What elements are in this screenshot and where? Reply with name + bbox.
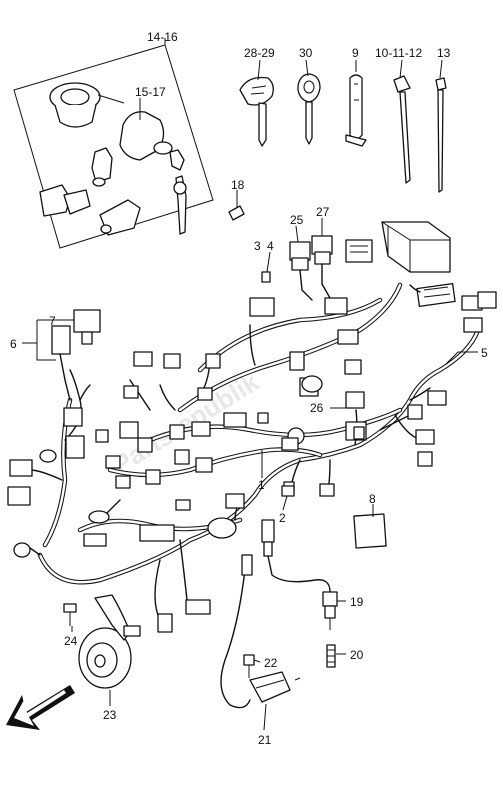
callout-22: 22 xyxy=(264,656,278,670)
gear-position-connector xyxy=(416,282,497,311)
callout-23: 23 xyxy=(103,708,117,722)
screw-24 xyxy=(63,603,77,626)
ecu-connector-block xyxy=(345,221,451,273)
callout-14-16: 14-16 xyxy=(147,30,178,44)
callout-18: 18 xyxy=(231,178,245,192)
callout-19: 19 xyxy=(350,595,364,609)
callout-20: 20 xyxy=(350,648,364,662)
callout-3: 3 xyxy=(254,239,261,253)
harness-clip-9 xyxy=(345,74,367,147)
callout-30: 30 xyxy=(299,46,313,60)
cable-tie-13 xyxy=(435,77,447,193)
harness-connectors xyxy=(7,297,483,633)
lock-set-group xyxy=(13,38,214,249)
fuse-holder-2 xyxy=(281,485,295,497)
connector-7 xyxy=(51,309,101,401)
callout-9: 9 xyxy=(352,46,359,60)
callout-10-11-12: 10-11-12 xyxy=(375,46,422,60)
relay-connector-25 xyxy=(289,241,313,301)
front-direction-arrow xyxy=(6,685,75,730)
callout-6: 6 xyxy=(10,337,17,351)
relay-21 xyxy=(220,554,301,709)
callout-2: 2 xyxy=(279,511,286,525)
callout-15-17: 15-17 xyxy=(135,85,166,99)
label-sticker-8 xyxy=(353,513,387,549)
fuse-3-4 xyxy=(261,271,271,283)
seat-lock-part xyxy=(91,147,113,183)
callout-25: 25 xyxy=(290,213,304,227)
callout-28-29: 28-29 xyxy=(244,46,275,60)
callout-8: 8 xyxy=(369,492,376,506)
callout-24: 24 xyxy=(64,634,78,648)
callout-21: 21 xyxy=(258,733,272,747)
callout-5: 5 xyxy=(481,346,488,360)
callout-13: 13 xyxy=(437,46,451,60)
sensor-19 xyxy=(261,519,338,630)
callout-7: 7 xyxy=(49,314,56,328)
callout-labels: 14-16 15-17 28-29 30 9 10-11-12 13 18 25… xyxy=(10,30,488,747)
callout-4: 4 xyxy=(267,239,274,253)
screw-18 xyxy=(228,205,245,221)
main-wiring-harness xyxy=(29,282,481,621)
callout-26: 26 xyxy=(310,401,324,415)
horn-23 xyxy=(78,594,141,689)
switch-20 xyxy=(326,644,336,668)
relay-connector-27 xyxy=(311,235,333,299)
callout-1: 1 xyxy=(258,478,265,492)
cable-tie-10-11-12 xyxy=(393,75,411,184)
key-blank-30 xyxy=(297,73,321,145)
callout-lines xyxy=(22,59,478,731)
key-blank-28-29 xyxy=(239,76,274,147)
ignition-switch-part xyxy=(119,111,165,161)
callout-27: 27 xyxy=(316,205,330,219)
